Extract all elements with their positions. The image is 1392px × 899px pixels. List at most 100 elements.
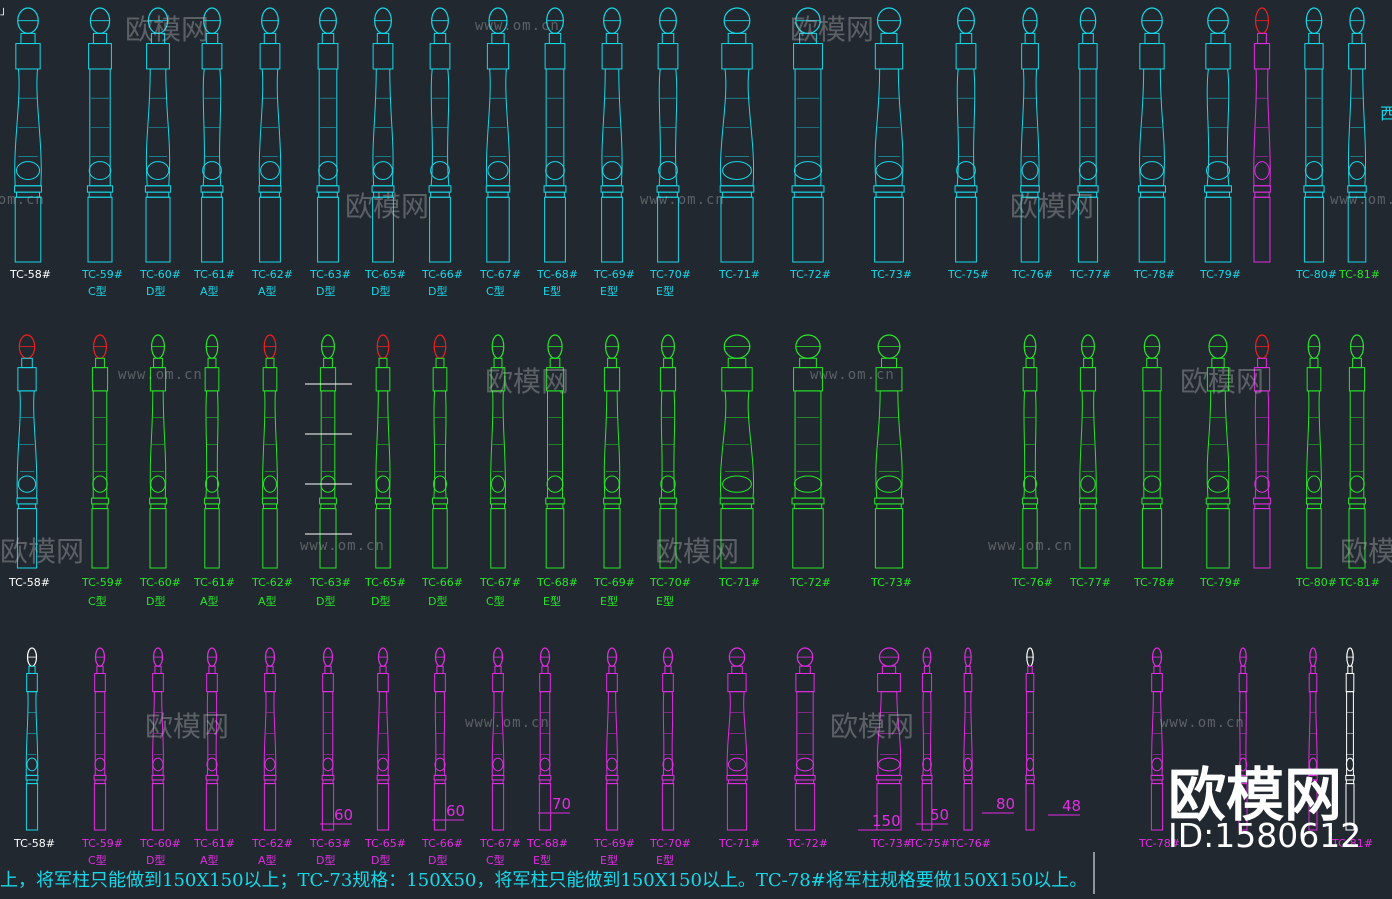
baluster-tc-71[interactable] xyxy=(726,647,748,831)
watermark-brand: 欧模网 xyxy=(345,190,430,223)
item-label: TC-76# xyxy=(1012,268,1053,281)
baluster-tc-67[interactable] xyxy=(491,647,505,831)
baluster-tc-68[interactable] xyxy=(545,334,565,569)
baluster-tc-78[interactable] xyxy=(1138,7,1166,263)
item-label: TC-68# xyxy=(537,576,578,589)
baluster-tc-79[interactable] xyxy=(1238,647,1248,831)
item-label: TC-58# xyxy=(10,268,51,281)
baluster-tc-76[interactable] xyxy=(963,647,973,831)
baluster-tc-71[interactable] xyxy=(719,334,755,569)
item-label: TC-80# xyxy=(1296,576,1337,589)
item-label: TC-60# xyxy=(140,576,181,589)
baluster-tc-63[interactable] xyxy=(319,334,337,569)
baluster-tc-69[interactable] xyxy=(605,647,619,831)
baluster-tc-79[interactable] xyxy=(1204,7,1232,263)
baluster-tc-58[interactable] xyxy=(16,334,38,569)
baluster-tc-70[interactable] xyxy=(656,7,680,263)
baluster-tc-60[interactable] xyxy=(144,7,172,263)
baluster-tc-69[interactable] xyxy=(600,7,624,263)
item-label: TC-81# xyxy=(1339,268,1380,281)
baluster-tc-62[interactable] xyxy=(263,647,277,831)
baluster-tc-59[interactable] xyxy=(91,334,109,569)
baluster-tc-68[interactable] xyxy=(538,647,552,831)
item-type: C型 xyxy=(486,854,505,867)
item-label: TC-72# xyxy=(787,837,828,850)
item-label: TC-60# xyxy=(140,837,181,850)
baluster-tc-65[interactable] xyxy=(371,7,395,263)
baluster-tc-69[interactable] xyxy=(603,334,621,569)
item-label: TC-72# xyxy=(790,268,831,281)
baluster-tc-76[interactable] xyxy=(1020,7,1040,263)
baluster-tc-63[interactable] xyxy=(316,7,340,263)
item-type: E型 xyxy=(656,854,674,867)
baluster-tc-67[interactable] xyxy=(485,7,511,263)
baluster-tc-81[interactable] xyxy=(1345,647,1355,831)
item-label: TC-70# xyxy=(650,576,691,589)
watermark-url: www.om.cn xyxy=(810,367,895,383)
baluster-tc-79b[interactable] xyxy=(1253,7,1271,263)
item-label: TC-76# xyxy=(1012,576,1053,589)
baluster-tc-75[interactable] xyxy=(954,7,978,263)
baluster-tc-62[interactable] xyxy=(258,7,282,263)
item-label: TC-81# xyxy=(1339,576,1380,589)
item-type: E型 xyxy=(600,854,618,867)
baluster-tc-71[interactable] xyxy=(719,7,755,263)
baluster-tc-63[interactable] xyxy=(321,647,335,831)
baluster-tc-73[interactable] xyxy=(874,334,904,569)
baluster-tc-60[interactable] xyxy=(149,334,167,569)
baluster-tc-59[interactable] xyxy=(93,647,107,831)
baluster-tc-80[interactable] xyxy=(1303,7,1325,263)
item-type: C型 xyxy=(88,285,107,298)
baluster-tc-62[interactable] xyxy=(261,334,279,569)
baluster-tc-58[interactable] xyxy=(25,647,39,831)
baluster-tc-60[interactable] xyxy=(151,647,165,831)
baluster-tc-79b[interactable] xyxy=(1253,334,1271,569)
baluster-tc-66[interactable] xyxy=(431,334,449,569)
baluster-tc-61[interactable] xyxy=(200,7,224,263)
watermark-brand: 欧模网 xyxy=(790,13,875,46)
baluster-tc-78[interactable] xyxy=(1150,647,1164,831)
dimension-label: 150 xyxy=(872,812,901,830)
baluster-tc-61[interactable] xyxy=(205,647,219,831)
baluster-tc-76[interactable] xyxy=(1021,334,1039,569)
baluster-tc-65[interactable] xyxy=(376,647,390,831)
item-type: D型 xyxy=(316,595,336,608)
baluster-tc-73[interactable] xyxy=(875,647,903,831)
baluster-tc-68[interactable] xyxy=(543,7,567,263)
baluster-tc-75[interactable] xyxy=(921,647,933,831)
brand-logo: 欧模网 xyxy=(1168,761,1343,829)
baluster-tc-61[interactable] xyxy=(203,334,221,569)
baluster-tc-80[interactable] xyxy=(1308,647,1318,831)
baluster-tc-58[interactable] xyxy=(14,7,42,263)
item-type: E型 xyxy=(600,285,618,298)
baluster-tc-78[interactable] xyxy=(1141,334,1163,569)
baluster-tc-72[interactable] xyxy=(794,647,816,831)
baluster-tc-77[interactable] xyxy=(1077,7,1099,263)
footer-note: 上，将军柱只能做到150X150以上；TC-73规格：150X50，将军柱只能做… xyxy=(0,870,1088,891)
baluster-tc-72[interactable] xyxy=(791,7,825,263)
baluster-tc-76b[interactable] xyxy=(1025,647,1035,831)
item-label: TC-61# xyxy=(194,576,235,589)
baluster-tc-70[interactable] xyxy=(661,647,675,831)
baluster-tc-81[interactable] xyxy=(1348,334,1366,569)
baluster-tc-73[interactable] xyxy=(873,7,905,263)
item-label: TC-77# xyxy=(1070,576,1111,589)
item-label: TC-70# xyxy=(650,837,691,850)
baluster-tc-65[interactable] xyxy=(374,334,392,569)
item-label: TC-65# xyxy=(365,268,406,281)
item-label: TC-66# xyxy=(422,837,463,850)
item-type: A型 xyxy=(200,854,219,867)
baluster-tc-66[interactable] xyxy=(433,647,447,831)
baluster-tc-66[interactable] xyxy=(428,7,452,263)
watermark-brand: 欧模网 xyxy=(1340,535,1392,568)
baluster-tc-72[interactable] xyxy=(791,334,825,569)
baluster-tc-67[interactable] xyxy=(489,334,507,569)
baluster-tc-80[interactable] xyxy=(1305,334,1323,569)
baluster-tc-81[interactable] xyxy=(1347,7,1367,263)
baluster-tc-77[interactable] xyxy=(1079,334,1097,569)
baluster-tc-59[interactable] xyxy=(86,7,114,263)
baluster-tc-70[interactable] xyxy=(659,334,677,569)
baluster-tc-79[interactable] xyxy=(1205,334,1231,569)
